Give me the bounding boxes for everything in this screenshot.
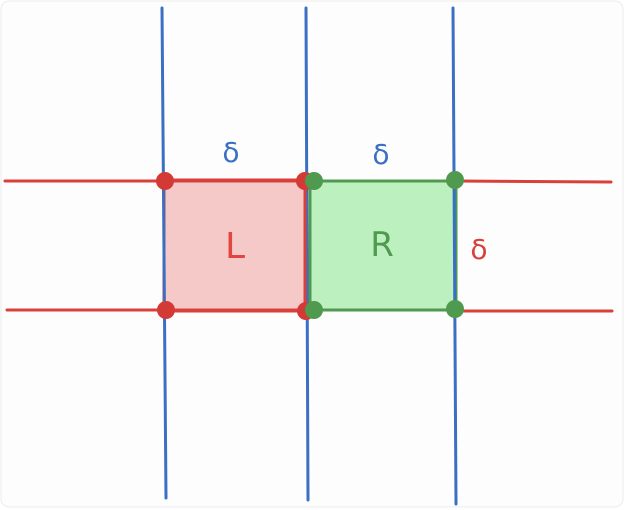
green-dot-top-middle (305, 172, 323, 190)
left-cell-label: L (225, 226, 245, 267)
delta-label-top-left: δ (222, 136, 239, 169)
green-dot-bottom-middle (305, 301, 323, 319)
vertical-line-right (451, 6, 458, 506)
right-cell (308, 179, 458, 312)
delta-label-top-right: δ (372, 138, 389, 171)
right-cell-label: R (370, 225, 394, 265)
green-dot-top-right (446, 171, 464, 189)
red-dot-bottom-left (157, 301, 175, 319)
horizontal-line-top-right (454, 179, 613, 184)
red-dot-top-left (156, 172, 174, 190)
delta-label-side: δ (470, 233, 487, 266)
green-dot-bottom-right (446, 300, 464, 318)
vertical-line-left (160, 6, 168, 500)
left-cell (162, 179, 308, 312)
vertical-line-middle (304, 6, 310, 502)
